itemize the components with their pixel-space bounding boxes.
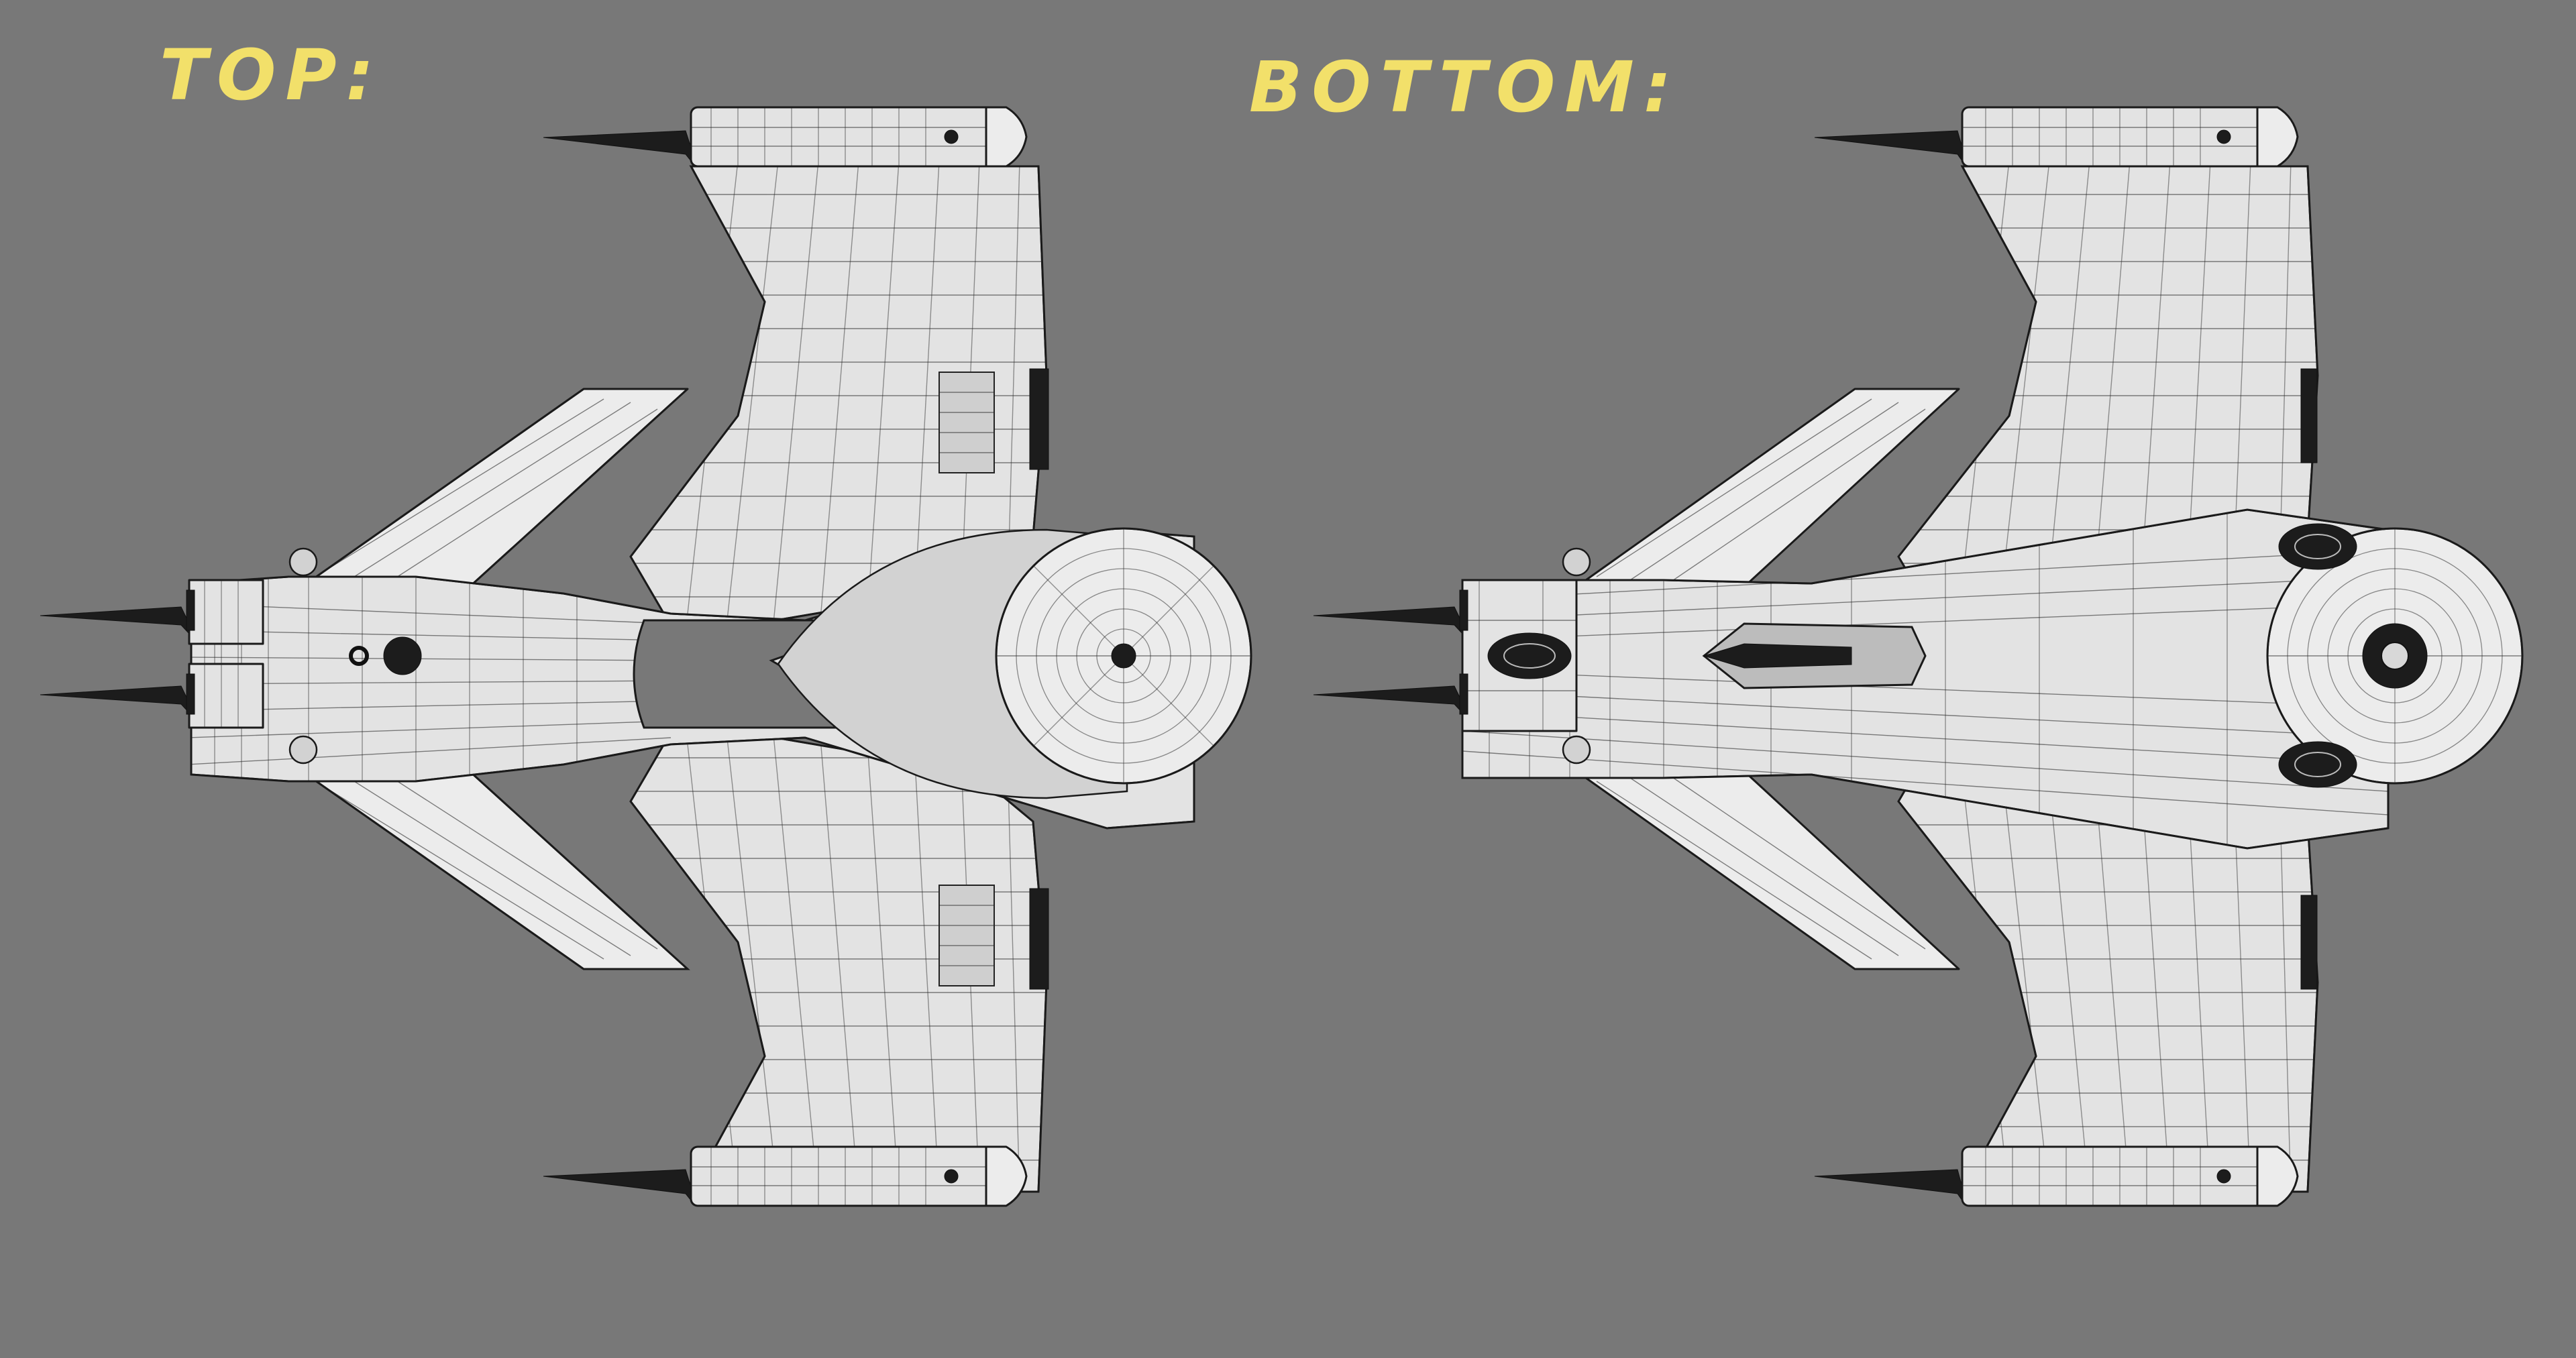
bottom-aft-spike-upper: [1313, 606, 1463, 635]
bottom-lower-ventral-pod: [2278, 741, 2357, 788]
bottom-upper-root-strip: [2300, 368, 2318, 463]
bottom-aft-spike-lower: [1313, 685, 1463, 714]
lower-aft-pod: [288, 735, 318, 765]
bottom-lower-nacelle-nose: [2256, 1145, 2299, 1207]
aft-radial-vent: [383, 636, 422, 675]
upper-aft-pod: [288, 547, 318, 577]
dome-sensor: [1111, 643, 1136, 669]
bottom-trench-dark: [1703, 643, 1852, 669]
bottom-lower-nacelle-spike: [1814, 1169, 1963, 1202]
lower-nacelle: [691, 1147, 1006, 1206]
bottom-upper-nacelle-nose: [2256, 106, 2299, 168]
bottom-upper-nacelle-spike: [1814, 130, 1963, 162]
bottom-upper-aft-pod: [1562, 547, 1591, 577]
lower-nacelle-nose: [985, 1145, 1028, 1207]
aft-sensor-ring: [349, 646, 369, 666]
top-view-label: TOP:: [160, 34, 384, 116]
bottom-view-label: BOTTOM:: [1249, 46, 1681, 128]
bottom-lower-aft-pod: [1562, 735, 1591, 765]
upper-nacelle-nose: [985, 106, 1028, 168]
bottom-upper-ventral-pod: [2278, 523, 2357, 570]
lower-vent-panel: [938, 885, 1049, 990]
upper-nacelle: [691, 107, 1006, 166]
bottom-aft-intake: [1487, 632, 1572, 679]
upper-vent-panel: [938, 368, 1049, 473]
bottom-lower-root-strip: [2300, 895, 2318, 990]
aft-engine-block: [186, 579, 264, 729]
